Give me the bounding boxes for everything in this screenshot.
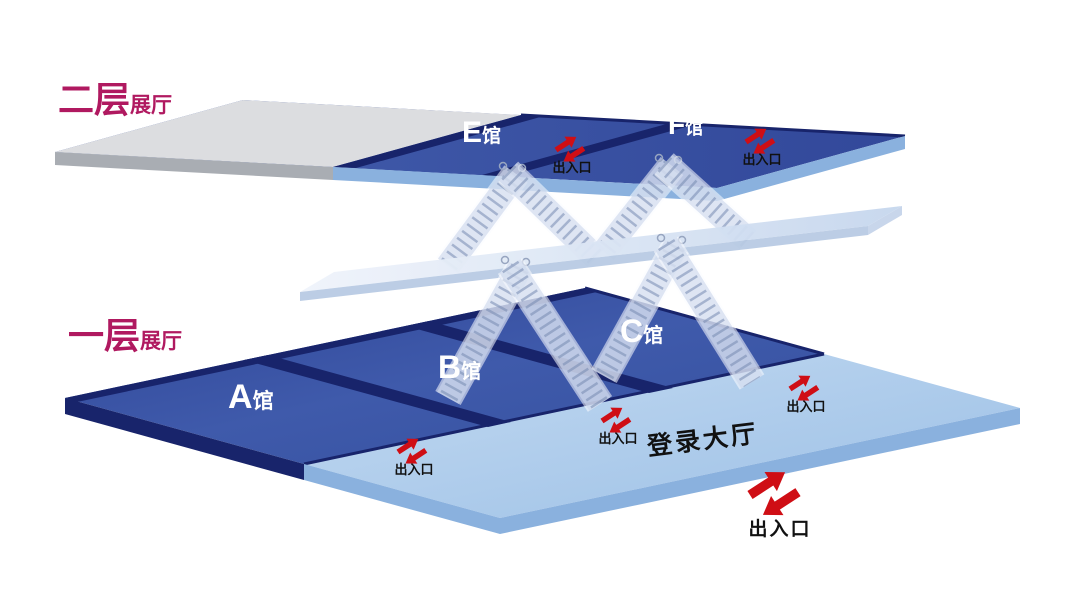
hall-suffix: 馆 — [685, 117, 703, 138]
exit-label: 出入口 — [552, 160, 591, 175]
escalator-lower-4 — [653, 233, 765, 390]
hall-label-C: C馆 — [620, 313, 663, 349]
middle-platform — [300, 206, 902, 301]
main-entrance-marker: 出入口 — [743, 462, 811, 540]
hall-letter: E — [462, 116, 482, 149]
handrail-hook-icon — [654, 153, 664, 163]
hall-label-B: B馆 — [438, 349, 481, 385]
hall-suffix: 馆 — [643, 323, 663, 347]
exit-marker-floor1-middle: 出入口 — [598, 402, 638, 446]
floor1-front-face-left — [304, 464, 500, 534]
floor1-title-big: 一层 — [68, 315, 140, 356]
floor2-right-face — [717, 136, 905, 201]
hall-label-E: E馆 — [462, 116, 501, 149]
floor2-empty-gray-area — [55, 100, 521, 167]
hall-letter: A — [228, 378, 253, 416]
hall-label-F: F馆 — [668, 109, 703, 140]
platform-surface — [300, 206, 902, 292]
exit-label: 出入口 — [598, 431, 637, 446]
exit-label: 出入口 — [786, 399, 825, 414]
hall-letter: F — [668, 109, 685, 140]
floor1-back-edge-band — [65, 288, 597, 402]
floor2-title-small: 展厅 — [130, 94, 172, 117]
floor2-front-face-gray — [55, 152, 333, 180]
floor1-title-small: 展厅 — [140, 330, 182, 353]
floor2-title: 二层展厅 — [58, 79, 172, 120]
platform-front-face — [300, 226, 868, 301]
floor2-divider-stripe — [482, 123, 693, 177]
floor2-divider-stripe — [333, 115, 544, 168]
handrail-hook-icon — [498, 161, 508, 171]
exit-label: 出入口 — [742, 152, 781, 167]
floor1-lobby-surface — [304, 354, 1020, 518]
handrail-hook-icon — [500, 255, 510, 265]
exit-label: 出入口 — [394, 462, 433, 477]
floor2-title-big: 二层 — [58, 79, 130, 120]
exit-marker-floor1-left: 出入口 — [394, 433, 434, 477]
escalator-lower-2 — [497, 255, 613, 412]
hall-letter: B — [438, 349, 461, 385]
floor1-divider-stripe — [244, 355, 511, 427]
hall-suffix: 馆 — [482, 124, 501, 147]
platform-right-face — [868, 206, 902, 235]
hall-suffix: 馆 — [461, 359, 481, 383]
main-entrance-label: 出入口 — [748, 517, 811, 540]
floor1-front-face-navy — [65, 398, 304, 480]
handrail-hook-icon — [656, 233, 666, 243]
exit-marker-floor1-right: 出入口 — [786, 370, 826, 414]
floor1-title: 一层展厅 — [68, 315, 182, 356]
hall-letter: C — [620, 313, 643, 349]
hall-label-A: A馆 — [228, 378, 274, 416]
exit-marker-floor2-E: 出入口 — [552, 131, 592, 175]
hall-suffix: 馆 — [253, 389, 274, 413]
floor1-front-face-right — [500, 408, 1020, 534]
floor2-back-edge — [520, 113, 906, 138]
exit-marker-floor2-F: 出入口 — [742, 123, 782, 167]
